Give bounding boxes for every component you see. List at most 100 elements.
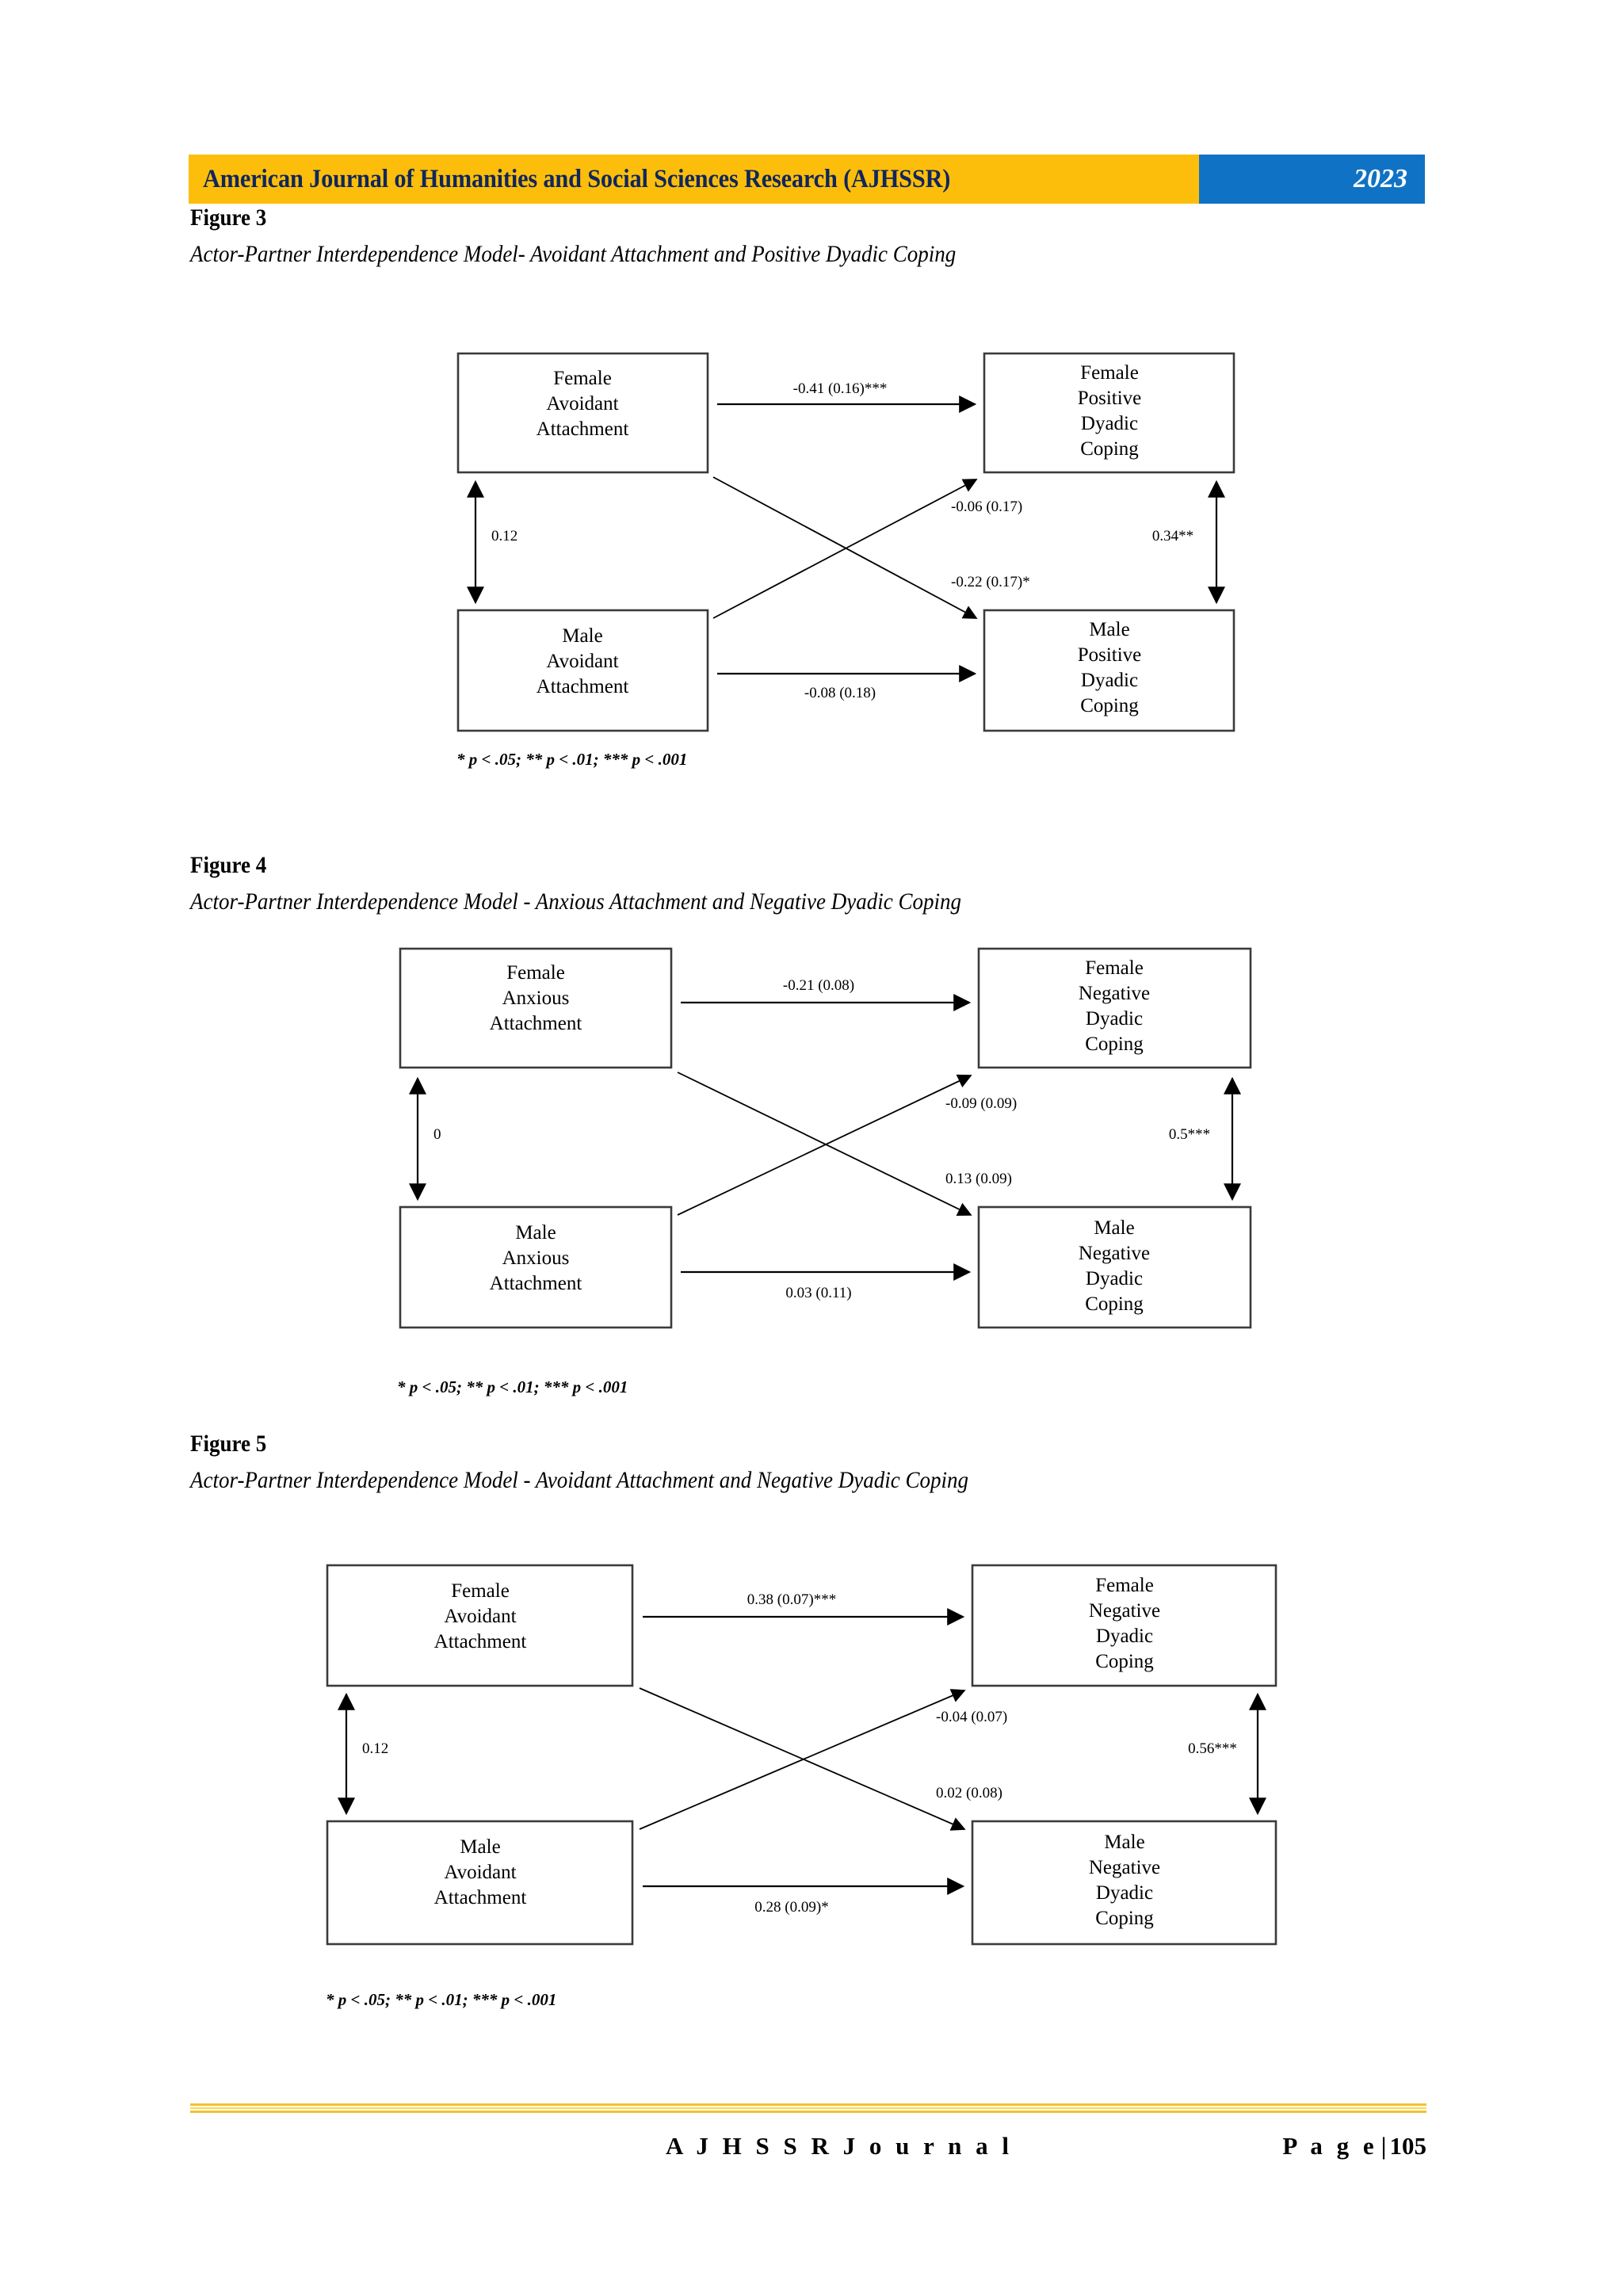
footer-page-separator: | xyxy=(1381,2132,1387,2160)
footer-page-indicator: P a g e|105 xyxy=(1282,2132,1426,2160)
node-label: Female xyxy=(553,368,612,389)
node-label: Male xyxy=(1104,1832,1144,1853)
significance-note: * p < .05; ** p < .01; *** p < .001 xyxy=(326,1990,556,2009)
footer-page-number: 105 xyxy=(1389,2132,1427,2160)
node-female-avoidant-attachment xyxy=(326,1564,634,1687)
correlation-label-predictors: 0.12 xyxy=(362,1740,388,1757)
figure-5-caption: Figure 5 Actor-Partner Interdependence M… xyxy=(190,1431,1055,1494)
node-label: Negative xyxy=(1089,1600,1160,1622)
correlation-label-predictors: 0.12 xyxy=(491,528,517,544)
node-label: Attachment xyxy=(490,1273,582,1294)
correlation-label-outcomes: 0.5*** xyxy=(1169,1126,1210,1143)
path-label-partner-female-to-male: -0.22 (0.17)* xyxy=(951,574,1030,590)
figure-4-number: Figure 4 xyxy=(190,852,267,878)
node-label: Dyadic xyxy=(1096,1882,1153,1904)
path-arrow-partner-female-to-male xyxy=(712,476,978,619)
node-label: Dyadic xyxy=(1096,1626,1153,1647)
node-female-avoidant-attachment xyxy=(456,352,709,474)
node-label: Positive xyxy=(1078,644,1142,666)
node-male-avoidant-attachment xyxy=(326,1820,634,1946)
node-male-anxious-attachment xyxy=(399,1205,673,1329)
path-arrow-partner-male-to-female xyxy=(712,479,978,619)
node-label: Male xyxy=(1094,1217,1134,1239)
node-label: Attachment xyxy=(490,1013,582,1034)
path-arrow-partner-female-to-male xyxy=(639,1687,966,1831)
path-arrow-partner-female-to-male xyxy=(677,1072,972,1217)
footer-rule xyxy=(190,2103,1426,2113)
correlation-label-outcomes: 0.56*** xyxy=(1188,1740,1237,1757)
path-label-actor-female: -0.21 (0.08) xyxy=(783,977,854,994)
node-label: Male xyxy=(515,1222,556,1244)
node-label: Attachment xyxy=(537,418,629,440)
figure-3-number: Figure 3 xyxy=(190,204,267,231)
footer-rule-line-middle xyxy=(190,2107,1426,2109)
footer-rule-line-bottom xyxy=(190,2111,1426,2113)
figure-3-svg: Female Avoidant Attachment Female Positi… xyxy=(456,352,1235,769)
path-label-actor-male: 0.28 (0.09)* xyxy=(754,1899,828,1916)
footer: A J H S S R J o u r n a l P a g e|105 xyxy=(190,2132,1426,2168)
path-label-actor-male: 0.03 (0.11) xyxy=(785,1285,851,1301)
figure-5-number: Figure 5 xyxy=(190,1431,267,1457)
node-label: Negative xyxy=(1079,1243,1150,1264)
node-label: Coping xyxy=(1095,1908,1154,1929)
node-label: Coping xyxy=(1085,1293,1144,1315)
node-label: Attachment xyxy=(434,1631,527,1652)
node-female-positive-dyadic-coping xyxy=(983,352,1235,474)
node-label: Avoidant xyxy=(546,393,618,415)
figure-4-diagram: Female Anxious Attachment Female Negativ… xyxy=(369,939,1280,1415)
node-label: Dyadic xyxy=(1086,1268,1143,1289)
path-label-actor-male: -0.08 (0.18) xyxy=(804,685,876,701)
significance-note: * p < .05; ** p < .01; *** p < .001 xyxy=(397,1377,628,1396)
figure-4-svg: Female Anxious Attachment Female Negativ… xyxy=(397,947,1252,1396)
node-label: Attachment xyxy=(434,1887,527,1908)
node-label: Coping xyxy=(1080,695,1139,716)
node-label: Coping xyxy=(1080,438,1139,460)
figure-5-svg: Female Avoidant Attachment Female Negati… xyxy=(326,1564,1277,2009)
node-male-avoidant-attachment xyxy=(456,609,709,732)
node-label: Female xyxy=(451,1580,510,1602)
node-label: Anxious xyxy=(502,988,570,1009)
footer-page-word: P a g e xyxy=(1282,2132,1378,2160)
node-label: Female xyxy=(1080,362,1139,384)
figure-4-title: Actor-Partner Interdependence Model - An… xyxy=(190,888,961,915)
node-male-positive-dyadic-coping xyxy=(983,609,1235,732)
path-arrow-partner-male-to-female xyxy=(677,1074,972,1216)
figure-3-caption: Figure 3 Actor-Partner Interdependence M… xyxy=(190,204,1041,268)
figure-3-title: Actor-Partner Interdependence Model- Avo… xyxy=(190,241,957,267)
journal-title: American Journal of Humanities and Socia… xyxy=(203,164,951,193)
footer-rule-line-top xyxy=(190,2103,1426,2106)
node-female-negative-dyadic-coping xyxy=(977,947,1252,1069)
significance-note: * p < .05; ** p < .01; *** p < .001 xyxy=(456,750,687,769)
node-male-negative-dyadic-coping xyxy=(971,1820,1277,1946)
node-label: Positive xyxy=(1078,388,1142,409)
node-male-negative-dyadic-coping xyxy=(977,1205,1252,1329)
node-label: Avoidant xyxy=(444,1862,516,1883)
figure-3-diagram: Female Avoidant Attachment Female Positi… xyxy=(428,325,1276,785)
node-label: Attachment xyxy=(537,676,629,697)
correlation-label-predictors: 0 xyxy=(433,1126,441,1143)
node-label: Dyadic xyxy=(1081,670,1138,691)
footer-journal-name: A J H S S R J o u r n a l xyxy=(666,2132,1013,2160)
node-label: Female xyxy=(506,962,565,984)
node-label: Female xyxy=(1095,1575,1154,1596)
path-label-actor-female: 0.38 (0.07)*** xyxy=(747,1591,836,1608)
path-label-partner-male-to-female: -0.04 (0.07) xyxy=(936,1709,1007,1725)
figure-4-caption: Figure 4 Actor-Partner Interdependence M… xyxy=(190,852,1047,915)
node-label: Negative xyxy=(1089,1857,1160,1878)
path-label-actor-female: -0.41 (0.16)*** xyxy=(793,380,888,397)
header-year: 2023 xyxy=(1354,164,1407,193)
path-label-partner-male-to-female: -0.06 (0.17) xyxy=(951,499,1022,515)
path-label-partner-female-to-male: 0.02 (0.08) xyxy=(936,1785,1002,1801)
header-year-band: 2023 xyxy=(1199,155,1425,204)
node-label: Coping xyxy=(1095,1651,1154,1672)
figure-5-diagram: Female Avoidant Attachment Female Negati… xyxy=(297,1538,1296,2029)
node-label: Avoidant xyxy=(444,1606,516,1627)
node-label: Avoidant xyxy=(546,651,618,672)
path-label-partner-female-to-male: 0.13 (0.09) xyxy=(945,1171,1012,1187)
header-title-band: American Journal of Humanities and Socia… xyxy=(189,155,1199,204)
node-label: Coping xyxy=(1085,1033,1144,1055)
correlation-label-outcomes: 0.34** xyxy=(1152,528,1193,544)
node-label: Female xyxy=(1085,957,1144,979)
node-label: Anxious xyxy=(502,1247,570,1269)
node-label: Male xyxy=(460,1836,500,1858)
